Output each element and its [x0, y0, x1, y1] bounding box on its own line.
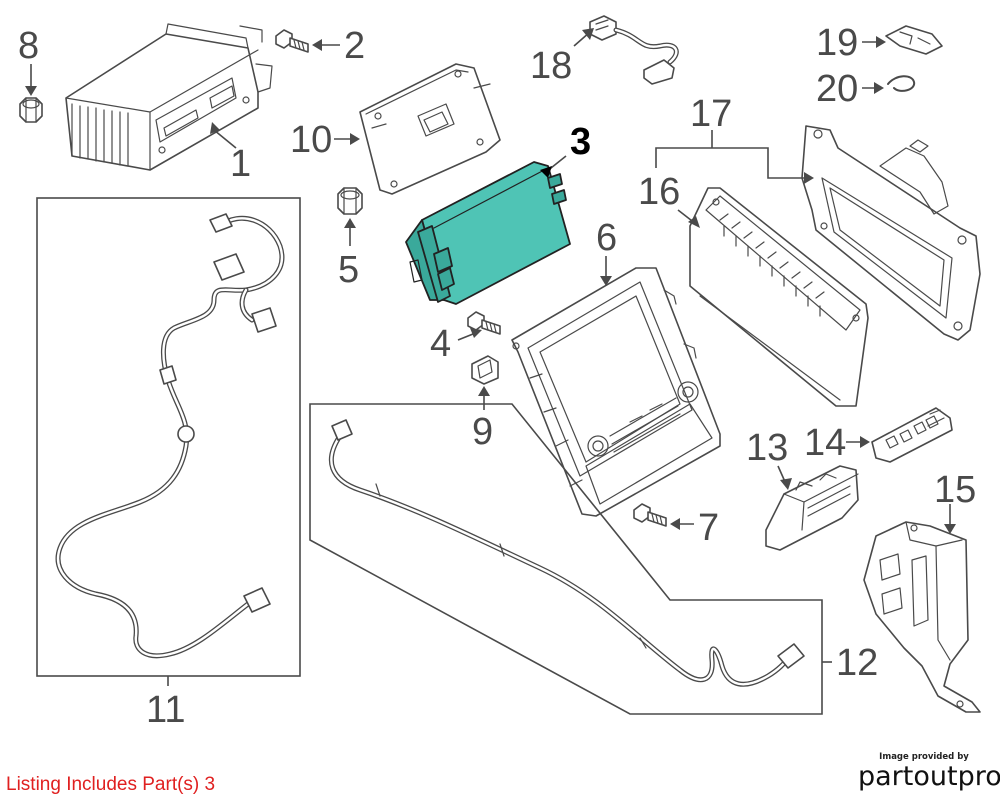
part-7-bolt [633, 503, 667, 527]
arrow-10 [350, 133, 360, 145]
part-15-bracket [863, 521, 981, 713]
callout-14: 14 [804, 422, 846, 464]
arrow-6 [600, 276, 612, 286]
callout-1: 1 [230, 143, 251, 185]
callout-6: 6 [596, 217, 617, 259]
arrow-17 [804, 172, 814, 184]
arrow-14 [860, 436, 870, 448]
part-5-nut [337, 187, 363, 215]
callout-13: 13 [746, 427, 788, 469]
part-8-nut [19, 97, 43, 123]
part-18-cable [589, 15, 679, 85]
arrow-3 [540, 166, 552, 178]
callout-9: 9 [472, 411, 493, 453]
callout-17: 17 [690, 93, 732, 135]
part-4-bolt [467, 311, 501, 335]
callout-18: 18 [530, 45, 572, 87]
arrow-19 [876, 36, 886, 48]
callout-12: 12 [836, 642, 878, 684]
callout-5: 5 [338, 249, 359, 291]
frame-12 [309, 403, 823, 715]
part-1-receiver [65, 23, 273, 171]
part-20-spring-clip [887, 75, 916, 92]
part-17-bracket [801, 125, 981, 341]
arrow-18 [582, 28, 594, 40]
listing-note: Listing Includes Part(s) 3 [6, 774, 216, 795]
image-credit: Image provided by partoutpro [858, 752, 1000, 792]
part-6-display-bezel [511, 267, 721, 517]
arrow-20 [874, 82, 884, 94]
callout-10: 10 [290, 119, 332, 161]
callout-3: 3 [570, 121, 591, 163]
arrow-7 [670, 518, 680, 530]
callout-19: 19 [816, 22, 858, 64]
arrow-1 [210, 122, 220, 134]
arrow-15 [944, 524, 956, 534]
arrow-2 [312, 39, 322, 51]
callout-15: 15 [934, 469, 976, 511]
callout-11: 11 [146, 689, 185, 731]
part-11-harness [36, 197, 301, 677]
partoutpro-logo: partoutpro [858, 761, 1000, 792]
part-16-amplifier [689, 187, 869, 407]
arrow-8 [25, 86, 37, 96]
arrow-16 [688, 216, 700, 228]
part-13-module [765, 465, 859, 551]
part-14-switch-panel [871, 407, 953, 463]
callout-4: 4 [430, 323, 451, 365]
callout-16: 16 [638, 171, 680, 213]
credit-caption: Image provided by [879, 752, 969, 762]
leader-17 [655, 147, 810, 179]
part-2-bolt [275, 29, 309, 53]
arrow-13 [780, 478, 792, 490]
part-9-clip [471, 355, 499, 385]
leader-1 [213, 129, 237, 149]
callout-2: 2 [344, 25, 365, 67]
callout-7: 7 [698, 507, 719, 549]
arrow-4 [470, 328, 482, 338]
part-12-harness [309, 403, 823, 715]
callout-8: 8 [18, 25, 39, 67]
part-10-bracket [359, 63, 501, 195]
part-3-module [405, 161, 571, 305]
callout-20: 20 [816, 68, 858, 110]
arrow-5 [344, 218, 356, 228]
arrow-9 [478, 386, 490, 396]
part-19-clip [885, 25, 943, 55]
